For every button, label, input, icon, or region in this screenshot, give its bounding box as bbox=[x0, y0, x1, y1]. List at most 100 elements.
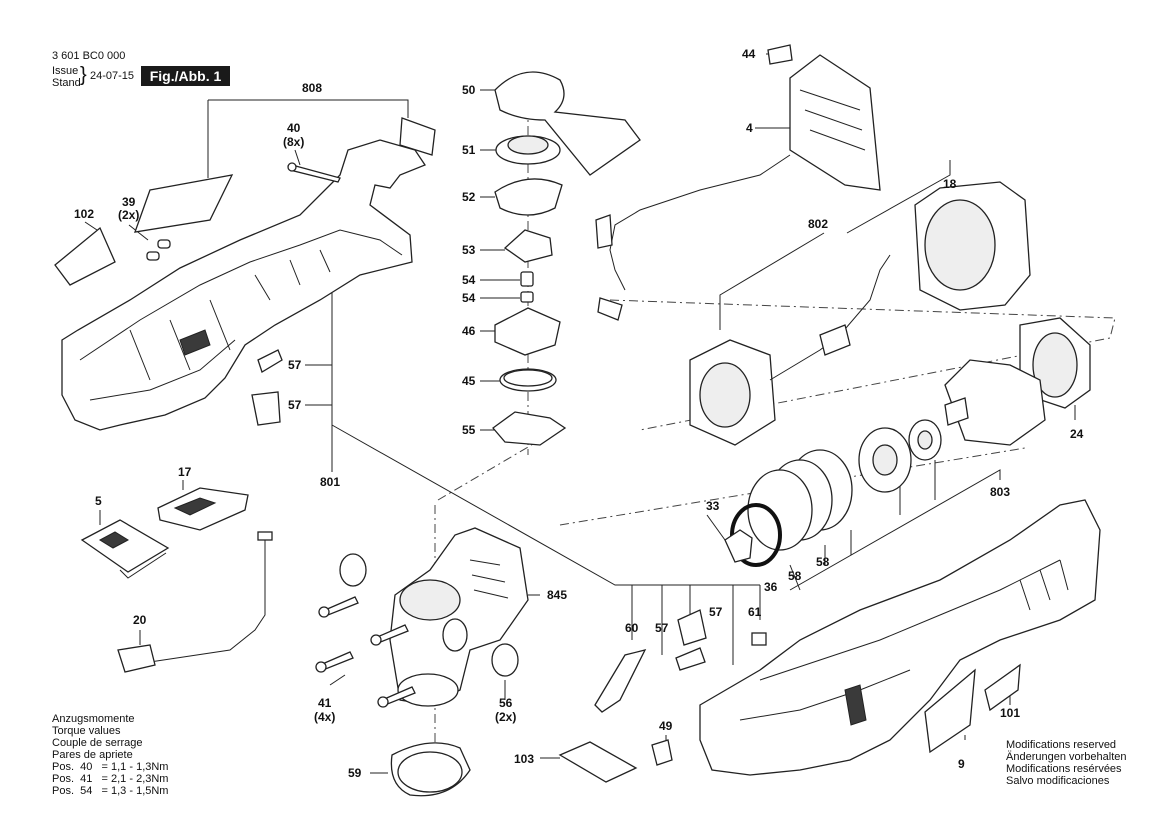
bearing-56b bbox=[491, 643, 519, 677]
brace-icon: } bbox=[80, 64, 87, 86]
torque-row-54: Pos. 54 = 1,3 - 1,5Nm bbox=[52, 785, 169, 797]
label-24: 24 bbox=[1070, 427, 1084, 441]
label-102 bbox=[54, 226, 116, 286]
part-46 bbox=[494, 307, 561, 356]
label-17: 17 bbox=[178, 465, 192, 479]
gear-head-assembly bbox=[315, 527, 529, 797]
callout-labels: 44 4 808 40 (8x) 39 (2x) 102 50 51 52 53… bbox=[74, 47, 1084, 780]
lever-50 bbox=[494, 71, 641, 176]
stand-label: Stand bbox=[52, 77, 81, 89]
washer-36 bbox=[747, 469, 813, 551]
torque-row-41: Pos. 41 = 2,1 - 2,3Nm bbox=[52, 773, 169, 785]
label-45: 45 bbox=[462, 374, 476, 388]
spindle-lock-stack bbox=[492, 71, 641, 446]
gear-housing-845 bbox=[389, 527, 529, 706]
torque-title-de: Anzugsmomente bbox=[52, 713, 135, 725]
figure-badge: Fig./Abb. 1 bbox=[141, 66, 230, 86]
label-39: 39 bbox=[122, 195, 136, 209]
label-50: 50 bbox=[462, 83, 476, 97]
label-59: 59 bbox=[348, 766, 362, 780]
torque-title-fr: Couple de serrage bbox=[52, 737, 143, 749]
label-101: 101 bbox=[1000, 706, 1020, 720]
label-801: 801 bbox=[320, 475, 340, 489]
label-41-qty: (4x) bbox=[314, 710, 335, 724]
label-33: 33 bbox=[706, 499, 720, 513]
screw-54a bbox=[520, 271, 534, 287]
label-56: 56 bbox=[499, 696, 513, 710]
rotor-24 bbox=[944, 359, 1046, 446]
right-housing-shell bbox=[558, 499, 1101, 783]
label-103 bbox=[558, 741, 638, 783]
issue-date: 24-07-15 bbox=[90, 70, 135, 82]
electronics-module bbox=[595, 44, 881, 321]
label-5: 5 bbox=[95, 494, 102, 508]
part-61 bbox=[751, 632, 767, 646]
bearing-56a bbox=[339, 553, 367, 587]
left-housing-shell bbox=[61, 139, 426, 431]
label-61: 61 bbox=[748, 605, 762, 619]
part-52 bbox=[494, 178, 563, 216]
pin-39b bbox=[157, 239, 171, 249]
label-9: 9 bbox=[958, 757, 965, 771]
label-57a: 57 bbox=[288, 358, 302, 372]
switch-20 bbox=[117, 644, 156, 673]
label-802: 802 bbox=[808, 217, 828, 231]
modifications-en: Modifications reserved bbox=[1006, 739, 1117, 751]
label-58b: 58 bbox=[816, 555, 830, 569]
small-left-parts bbox=[54, 117, 436, 426]
label-54b: 54 bbox=[462, 291, 476, 305]
label-101 bbox=[984, 663, 1021, 712]
label-57c: 57 bbox=[655, 621, 669, 635]
modifications-fr: Modifications resérvées bbox=[1006, 763, 1122, 775]
part-53 bbox=[503, 229, 553, 263]
screw-41a bbox=[324, 596, 359, 616]
part-57d bbox=[675, 647, 706, 671]
nut-33 bbox=[724, 529, 753, 563]
screw-54b bbox=[520, 291, 534, 303]
label-55: 55 bbox=[462, 423, 476, 437]
part-57c bbox=[677, 609, 707, 646]
bearings-rings bbox=[724, 419, 942, 567]
part-57b bbox=[251, 391, 281, 426]
label-803: 803 bbox=[990, 485, 1010, 499]
label-46: 46 bbox=[462, 324, 476, 338]
cable-4 bbox=[609, 154, 791, 291]
part-49 bbox=[651, 739, 673, 766]
part-55 bbox=[492, 411, 567, 446]
pcb-4 bbox=[789, 54, 881, 191]
label-4: 4 bbox=[746, 121, 753, 135]
label-808 bbox=[134, 174, 234, 233]
torque-row-40: Pos. 40 = 1,1 - 1,3Nm bbox=[52, 761, 169, 773]
label-36: 36 bbox=[764, 580, 778, 594]
part-60 bbox=[594, 649, 647, 713]
electronics-parts bbox=[80, 487, 273, 673]
label-44: 44 bbox=[742, 47, 756, 61]
label-53: 53 bbox=[462, 243, 476, 257]
pin-39a bbox=[146, 251, 160, 261]
label-54a: 54 bbox=[462, 273, 476, 287]
part-number: 3 601 BC0 000 bbox=[52, 50, 126, 62]
wire-20 bbox=[149, 538, 266, 663]
label-57b: 57 bbox=[288, 398, 302, 412]
label-808: 808 bbox=[302, 81, 322, 95]
issue-label: Issue bbox=[52, 65, 79, 77]
label-41: 41 bbox=[318, 696, 332, 710]
label-18: 18 bbox=[943, 177, 957, 191]
label-103: 103 bbox=[514, 752, 534, 766]
label-49: 49 bbox=[659, 719, 673, 733]
label-57d: 57 bbox=[709, 605, 723, 619]
label-51: 51 bbox=[462, 143, 476, 157]
motor-assembly bbox=[689, 181, 1091, 446]
label-102: 102 bbox=[74, 207, 94, 221]
label-9 bbox=[924, 668, 976, 754]
modifications-de: Änderungen vorbehalten bbox=[1006, 751, 1127, 763]
label-39-qty: (2x) bbox=[118, 208, 139, 222]
label-52: 52 bbox=[462, 190, 476, 204]
label-40: 40 bbox=[287, 121, 301, 135]
screw-40 bbox=[289, 164, 341, 183]
label-845: 845 bbox=[547, 588, 567, 602]
label-20: 20 bbox=[133, 613, 147, 627]
part-57a bbox=[257, 349, 283, 373]
spring-44 bbox=[767, 44, 793, 65]
label-58a: 58 bbox=[788, 569, 802, 583]
